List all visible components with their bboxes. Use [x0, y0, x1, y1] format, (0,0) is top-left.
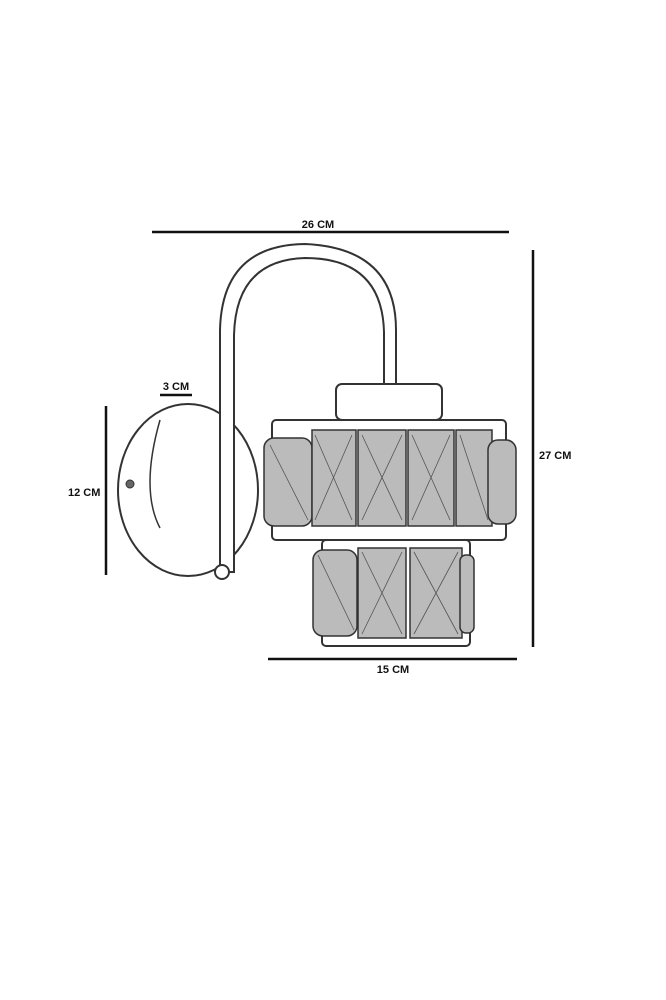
lower-crystal-shade [312, 539, 475, 647]
upper-crystal-shade [263, 419, 517, 541]
plate-height-label: 12 CM [68, 487, 100, 499]
wall-plate [117, 403, 259, 577]
width-label: 26 CM [302, 219, 334, 231]
shade-width-label: 15 CM [377, 664, 409, 676]
lamp-cap [335, 383, 443, 421]
plate-depth-label: 3 CM [163, 381, 189, 393]
height-label: 27 CM [539, 450, 571, 462]
